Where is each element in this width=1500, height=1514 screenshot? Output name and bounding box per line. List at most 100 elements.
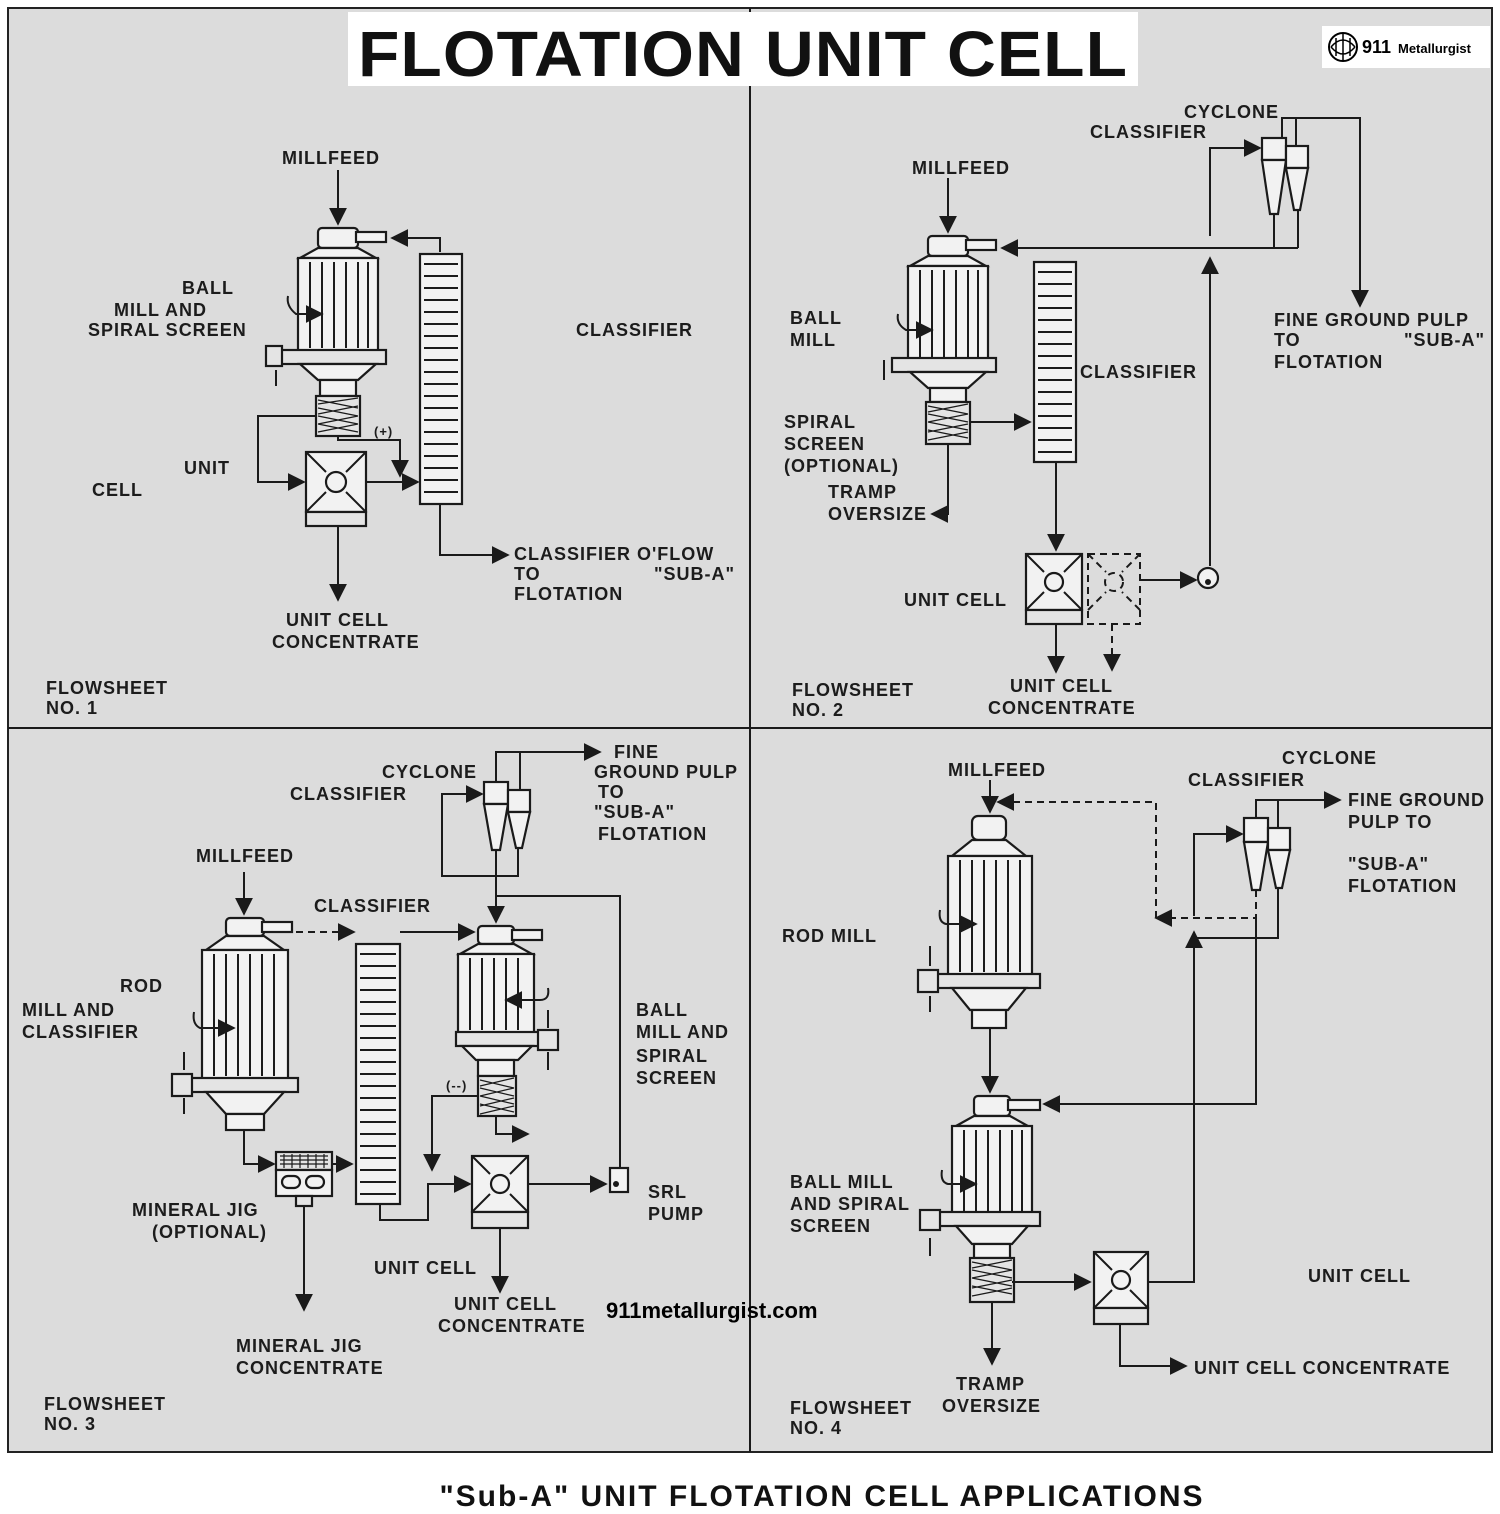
spiral-screen-2 [924,400,972,446]
unit-cell-4 [1092,1250,1150,1326]
cyclone-4 [1242,816,1292,892]
fs4-flotation-label: FLOTATION [1348,876,1457,896]
fs2-fine-label: FINE GROUND PULP [1274,310,1469,330]
fs2-flowsheet-label: FLOWSHEET [792,680,914,700]
fs3-ball-label: BALL [636,1000,688,1020]
fs4-unit-cell-label: UNIT CELL [1308,1266,1411,1286]
ball-mill-4 [918,1094,1042,1260]
fs2-number-label: NO. 2 [792,700,844,720]
title-box [348,12,1138,86]
fs3-spiral-label: SPIRAL [636,1046,708,1066]
fs1-concentrate-label: CONCENTRATE [272,632,420,652]
fs3-minus-label: (--) [446,1078,467,1093]
logo-number: 911 [1362,37,1391,57]
fs4-millfeed-label: MILLFEED [948,760,1046,780]
classifier-1 [418,252,464,506]
logo-word: Metallurgist [1398,41,1472,56]
fs2-optional-label: (OPTIONAL) [784,456,899,476]
flowsheet-4: MILLFEED CYCLONE CLASSIFIER FINE GROUND … [782,748,1485,1438]
unit-cell-3 [470,1154,530,1230]
fs3-flotation-label: FLOTATION [598,824,707,844]
fs1-plus-label: (+) [374,424,393,439]
fs2-unit-cell-label: UNIT CELL [904,590,1007,610]
fs3-jig-concentrate-label: CONCENTRATE [236,1358,384,1378]
fs3-srl-label: SRL [648,1182,687,1202]
logo: 911 Metallurgist [1322,26,1490,68]
fs4-rod-mill-label: ROD MILL [782,926,877,946]
classifier-3 [354,942,402,1206]
fs2-classifier-label: CLASSIFIER [1080,362,1197,382]
spiral-screen-3 [476,1074,518,1118]
fs4-number-label: NO. 4 [790,1418,842,1438]
fs3-to-label: TO [598,782,625,802]
fs2-fine-flotation-label: FLOTATION [1274,352,1383,372]
fs2-concentrate-label: CONCENTRATE [988,698,1136,718]
rod-mill-4 [916,814,1042,1030]
fs3-ground-pulp-label: GROUND PULP [594,762,738,782]
fs2-millfeed-label: MILLFEED [912,158,1010,178]
fs2-cyclone-label: CYCLONE [1184,102,1279,122]
fs3-rod-label: ROD [120,976,163,996]
page-title: FLOTATION UNIT CELL [358,18,1128,90]
fs1-conc-label: UNIT CELL [286,610,389,630]
srl-pump-3 [608,1166,630,1194]
flowsheet-1: MILLFEED BALL MILL AND SPIRAL SCREEN CLA… [46,148,735,718]
flowsheet-3: CYCLONE CLASSIFIER FINE GROUND PULP TO "… [22,742,818,1434]
fs3-concentrate-label: CONCENTRATE [438,1316,586,1336]
fs4-flowsheet-label: FLOWSHEET [790,1398,912,1418]
classifier-2 [1032,260,1078,464]
fs3-cyclone-classifier-label: CLASSIFIER [290,784,407,804]
rod-mill-3 [170,916,300,1132]
spiral-screen-4 [968,1256,1016,1304]
flowsheet-2: CYCLONE CLASSIFIER MILLFEED BALL MILL CL… [784,102,1485,720]
fs3-jig-label: MINERAL JIG [132,1200,259,1220]
fs3-unit-cell-label: UNIT CELL [374,1258,477,1278]
fs2-ball-label: BALL [790,308,842,328]
fs3-cyclone-label: CYCLONE [382,762,477,782]
fs4-cyclone-label: CYCLONE [1282,748,1377,768]
fs4-conc-label: UNIT CELL CONCENTRATE [1194,1358,1450,1378]
fs3-classifier-label: CLASSIFIER [314,896,431,916]
fs3-mill-and-label: MILL AND [22,1000,115,1020]
ball-mill-1 [264,226,388,398]
mineral-jig-3 [274,1150,334,1208]
fs3-suba-label: "SUB-A" [594,802,675,822]
ball-mill-2 [883,234,998,404]
page-subtitle: "Sub-A" UNIT FLOTATION CELL APPLICATIONS [439,1480,1204,1513]
globe-icon [1328,32,1358,62]
fs1-mill-and-label: MILL AND [114,300,207,320]
fs4-tramp-label: TRAMP [956,1374,1025,1394]
fs4-and-spiral-label: AND SPIRAL [790,1194,910,1214]
fs4-pulp-to-label: PULP TO [1348,812,1432,832]
fs4-ball-mill-label: BALL MILL [790,1172,894,1192]
fs3-millfeed-label: MILLFEED [196,846,294,866]
unit-cell-2 [1024,552,1141,626]
fs3-screen-label: SCREEN [636,1068,717,1088]
fs1-cell-label: CELL [92,480,143,500]
fs3-jig-conc-label: MINERAL JIG [236,1336,363,1356]
fs2-screen-label: SCREEN [784,434,865,454]
fs3-rod-classifier-label: CLASSIFIER [22,1022,139,1042]
fs1-oflow-suba-label: "SUB-A" [654,564,735,584]
fs4-screen-label: SCREEN [790,1216,871,1236]
fs1-flowsheet-label: FLOWSHEET [46,678,168,698]
fs1-spiral-screen-label: SPIRAL SCREEN [88,320,247,340]
fs2-fine-suba-label: "SUB-A" [1404,330,1485,350]
cyclone-2 [1260,136,1310,216]
fs3-pump-label: PUMP [648,1204,704,1224]
fs4-fine-label: FINE GROUND [1348,790,1485,810]
fs2-tramp-label: TRAMP [828,482,897,502]
fs3-number-label: NO. 3 [44,1414,96,1434]
fs1-classifier-label: CLASSIFIER [576,320,693,340]
fs3-flowsheet-label: FLOWSHEET [44,1394,166,1414]
pump-2 [1196,566,1220,590]
fs1-ball-label: BALL [182,278,234,298]
fs1-oflow-flotation-label: FLOTATION [514,584,623,604]
fs2-cyclone-classifier-label: CLASSIFIER [1090,122,1207,142]
fs3-mill-and-2-label: MILL AND [636,1022,729,1042]
fs2-mill-label: MILL [790,330,836,350]
fs3-fine-label: FINE [614,742,659,762]
fs1-number-label: NO. 1 [46,698,98,718]
fs2-conc-label: UNIT CELL [1010,676,1113,696]
